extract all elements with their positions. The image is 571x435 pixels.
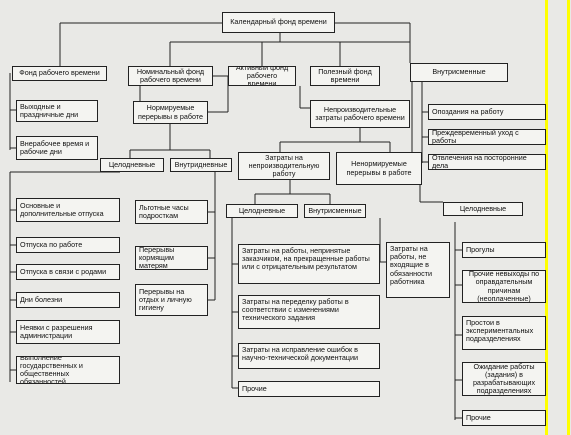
- node-otvlecheniya: Отвлечения на посторонние дела: [428, 154, 546, 170]
- node-vnutridnevnye: Внутридневные: [170, 158, 232, 172]
- node-aktivny: Активный фонд рабочего времени: [228, 66, 296, 86]
- node-pereryvy-kormyaschim: Перерывы кормящим матерям: [135, 246, 208, 270]
- node-dni-bolezni: Дни болезни: [16, 292, 120, 308]
- node-zatraty-ne-vhodyaschie: Затраты на работы, не входящие в обязанн…: [386, 242, 450, 298]
- node-zatraty-ispravlenie: Затраты на исправление ошибок в научно-т…: [238, 343, 380, 369]
- node-nenormiruemye: Ненормируемые перерывы в работе: [336, 152, 422, 185]
- node-prochie-2: Прочие: [462, 410, 546, 426]
- node-zatraty-neproiz: Затраты на непроизводительную работу: [238, 152, 330, 180]
- node-prochie-1: Прочие: [238, 381, 380, 397]
- node-nominalny: Номинальный фонд рабочего времени: [128, 66, 213, 86]
- node-zatraty-raboty: Затраты на работы, непринятые заказчиком…: [238, 244, 380, 284]
- node-lgotnye: Льготные часы подросткам: [135, 200, 208, 224]
- node-fond-rabochego: Фонд рабочего времени: [12, 66, 107, 81]
- node-vnutrismennye-2: Внутрисменные: [304, 204, 366, 218]
- node-celodnevnye-3: Целодневные: [443, 202, 523, 216]
- node-prezhdevremenny: Преждевременный уход с работы: [428, 129, 546, 145]
- node-zatraty-peredelku: Затраты на переделку работы в соответств…: [238, 295, 380, 329]
- node-otpuska-rody: Отпуска в связи с родами: [16, 264, 120, 280]
- node-root: Календарный фонд времени: [222, 12, 335, 33]
- node-prochie-nevyhody: Прочие невыходы по оправдательным причин…: [462, 270, 546, 303]
- node-polezny: Полезный фонд времени: [310, 66, 380, 86]
- node-celodnevnye-1: Целодневные: [100, 158, 164, 172]
- node-progulу: Прогулы: [462, 242, 546, 258]
- highlight-line-right: [567, 0, 570, 435]
- node-pereryvy-otdyh: Перерывы на отдых и личную гигиену: [135, 284, 208, 316]
- node-normiruemye: Нормируемые перерывы в работе: [133, 101, 208, 124]
- node-prostoi: Простои в экспериментальных подразделени…: [462, 316, 546, 350]
- node-neproizvoditelnye: Непроизводительные затраты рабочего врем…: [310, 100, 410, 128]
- node-osnovnye-otpuska: Основные и дополнительные отпуска: [16, 198, 120, 222]
- node-celodnevnye-2: Целодневные: [226, 204, 298, 218]
- node-vypolnenie: Выполнение государственных и общественны…: [16, 356, 120, 384]
- node-vyhodnye: Выходные и праздничные дни: [16, 100, 98, 122]
- node-opozdaniya: Опоздания на работу: [428, 104, 546, 120]
- node-vnutrismennye-top: Внутрисменные: [410, 63, 508, 82]
- node-ozhidanie: Ожидание работы (задания) в разрабатываю…: [462, 362, 546, 396]
- highlight-line-left: [545, 0, 548, 435]
- node-vnerabochee: Внерабочее время и рабочие дни: [16, 136, 98, 160]
- node-otpuska-po-rabote: Отпуска по работе: [16, 237, 120, 253]
- node-neyavki: Неявки с разрешения администрации: [16, 320, 120, 344]
